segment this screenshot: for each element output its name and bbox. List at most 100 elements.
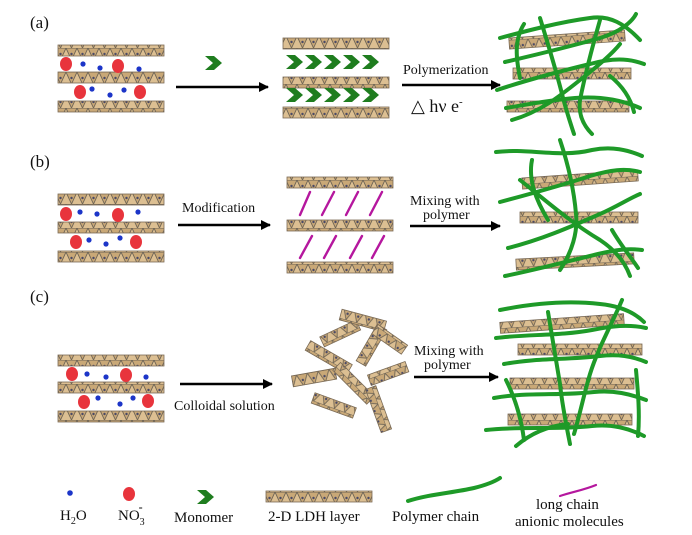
ldh-layer	[57, 44, 165, 57]
water-molecule	[86, 237, 92, 243]
polymer-chains	[494, 138, 644, 278]
exfoliated-ldh-sheets	[291, 308, 410, 434]
water-molecule	[117, 235, 123, 241]
modification-label: Modification	[182, 201, 255, 216]
ldh-sheet	[366, 360, 410, 386]
ldh-layer	[57, 193, 165, 206]
ldh-stack-a-start	[57, 44, 165, 113]
water-molecule	[130, 395, 136, 401]
ldh-stack-b-start	[57, 193, 165, 263]
water-o: O	[76, 508, 87, 524]
ldh-sheet	[338, 308, 388, 333]
ldh-layer	[57, 354, 165, 367]
water-molecule	[84, 371, 90, 377]
nitrate-ion	[74, 85, 86, 99]
reaction-conditions: △ hν e-	[411, 96, 463, 116]
polymer-chains	[495, 12, 646, 136]
ldh-layer	[499, 313, 625, 334]
ldh-layer	[286, 261, 394, 274]
nitrate-charge: -	[139, 500, 143, 514]
ldh-layer	[507, 413, 633, 426]
water-molecule	[135, 209, 141, 215]
ldh-layer	[286, 219, 394, 232]
nitrate-ion	[112, 208, 124, 222]
water-molecule	[89, 86, 95, 92]
ldh-polymer-composite-c	[484, 298, 648, 448]
ldh-layer	[57, 221, 165, 234]
ldh-sheet	[371, 324, 409, 355]
ldh-layer	[57, 100, 165, 113]
ldh-layer	[57, 381, 165, 394]
water-molecule	[136, 66, 142, 72]
water-legend-icon	[67, 490, 73, 496]
water-molecule	[95, 395, 101, 401]
ldh-sheet	[364, 385, 393, 434]
panel-b: (b) Modification	[30, 138, 644, 278]
monomer-row	[286, 55, 379, 102]
ldh-layer	[57, 410, 165, 423]
water-sub: 2	[71, 516, 76, 527]
monomer-icon-a	[205, 56, 222, 70]
ldh-layer	[282, 76, 390, 89]
polymer-chains	[484, 298, 648, 448]
nitrate-ion	[134, 85, 146, 99]
panel-c-label: (c)	[30, 287, 49, 306]
water-molecule	[117, 401, 123, 407]
monomer-legend-label: Monomer	[174, 510, 233, 526]
nitrate-ion	[66, 367, 78, 381]
water-molecule	[94, 211, 100, 217]
mixing-label-b-1: Mixing with	[410, 194, 480, 209]
ldh-stack-c-start	[57, 354, 165, 423]
mixing-label-c-1: Mixing with	[414, 344, 484, 359]
ldh-polymer-composite-b	[494, 138, 644, 278]
ldh-layer-legend-icon	[265, 490, 373, 503]
nitrate-no: NO	[118, 508, 140, 524]
panel-b-label: (b)	[30, 152, 50, 171]
ldh-sheet	[291, 367, 338, 388]
panel-a-label: (a)	[30, 13, 49, 32]
ldh-layer	[57, 250, 165, 263]
water-molecule	[107, 92, 113, 98]
water-molecule	[143, 374, 149, 380]
ldh-layer-legend-label: 2-D LDH layer	[268, 509, 360, 525]
polymer-chain-legend-icon	[406, 476, 502, 503]
hv-electron: hν e	[425, 96, 459, 116]
nitrate-ion	[142, 394, 154, 408]
water-molecule	[80, 61, 86, 67]
ldh-layer	[282, 37, 390, 50]
legend: H2O NO3- Monomer 2-D LDH layer Polymer c…	[60, 476, 624, 530]
water-molecule	[121, 87, 127, 93]
water-molecule	[97, 65, 103, 71]
water-h: H	[60, 508, 71, 524]
long-chain-legend-label-2: anionic molecules	[515, 514, 624, 530]
ldh-layer	[517, 343, 643, 356]
nitrate-ion	[120, 368, 132, 382]
water-molecule	[77, 209, 83, 215]
nitrate-legend-icon	[123, 487, 135, 501]
ldh-stack-b-modified	[286, 176, 394, 274]
ldh-sheet	[310, 392, 357, 419]
water-molecule	[103, 374, 109, 380]
nitrate-ion	[70, 235, 82, 249]
long-chain-anions	[298, 190, 386, 260]
water-molecule	[103, 241, 109, 247]
ldh-stack-a-monomer	[282, 37, 390, 119]
electron-charge: -	[459, 96, 463, 108]
ldh-polymer-composite-a	[495, 12, 646, 136]
nitrate-ion	[60, 207, 72, 221]
mixing-label-b-2: polymer	[423, 208, 470, 223]
mixing-label-c-2: polymer	[424, 358, 471, 373]
ldh-layer	[57, 71, 165, 84]
nitrate-ion	[60, 57, 72, 71]
panel-a: (a)	[30, 12, 646, 136]
nitrate-ion	[78, 395, 90, 409]
water-legend-label: H2O	[60, 508, 87, 527]
monomer-legend-icon	[197, 490, 214, 504]
nitrate-ion	[130, 235, 142, 249]
long-chain-legend-icon	[558, 483, 598, 498]
colloidal-solution-label: Colloidal solution	[174, 399, 275, 414]
triangle-symbol: △	[411, 96, 425, 116]
nitrate-legend-label: NO3-	[118, 500, 145, 528]
polymerization-label: Polymerization	[403, 63, 489, 78]
